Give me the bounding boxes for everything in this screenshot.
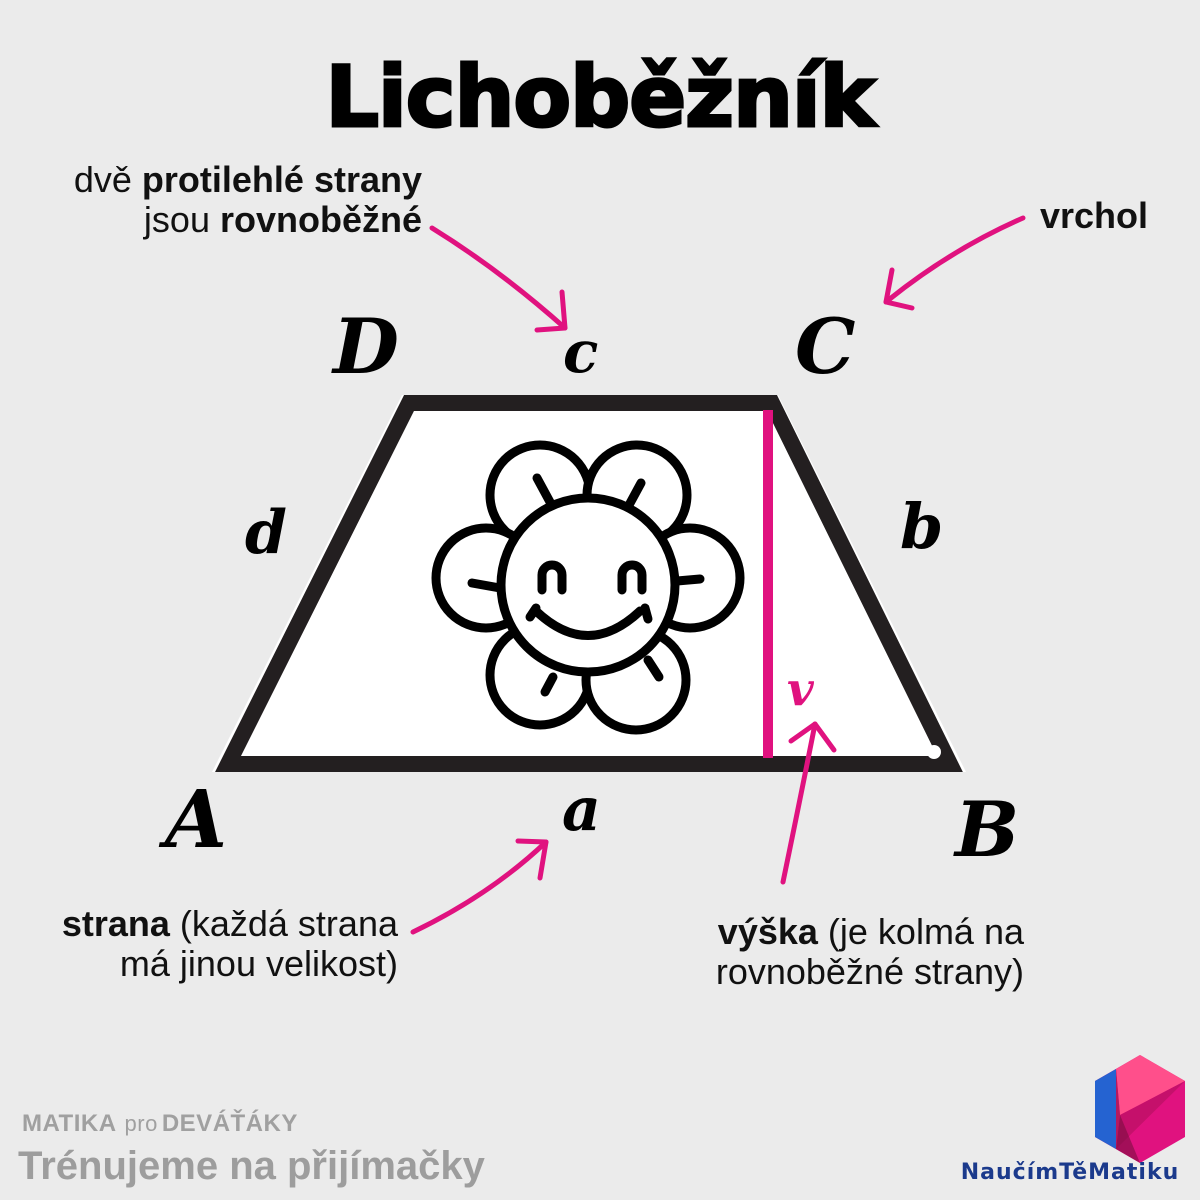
arrow-to-vertex	[883, 215, 1026, 311]
series-part1: MATIKA	[22, 1110, 117, 1137]
page-title: Lichoběžník	[324, 47, 877, 148]
annotation-bold-text: strana	[61, 903, 170, 944]
side-label-d: d	[245, 498, 287, 568]
annotation-bold-text: protilehlé strany	[141, 159, 422, 200]
annotation-bold-text: výška	[717, 911, 818, 952]
smiley-flower-icon	[431, 440, 745, 735]
arrow-to-parallel-side	[429, 225, 568, 333]
annotation-text: (je kolmá na	[817, 911, 1024, 952]
arrow-to-height	[780, 721, 837, 885]
side-label-a: a	[562, 775, 601, 845]
series-pro: pro	[124, 1111, 158, 1136]
annotation-bold-text: rovnoběžné	[219, 199, 422, 240]
annotation-text: rovnoběžné strany)	[715, 951, 1024, 992]
annotation-parallel-sides: dvě protilehlé strany jsou rovnoběžné	[20, 160, 422, 240]
vertex-label-a: A	[165, 772, 228, 866]
brand-logo-icon	[1095, 1055, 1185, 1163]
vertex-label-c: C	[795, 302, 856, 391]
trapezoid-outline	[215, 395, 963, 772]
annotation-bold-text: vrchol	[1040, 195, 1149, 236]
vertex-label-d: D	[333, 302, 399, 391]
annotation-vertex: vrchol	[1040, 196, 1148, 236]
side-label-c: c	[563, 318, 599, 386]
height-label-v: v	[787, 662, 814, 716]
brand-name: NaučímTěMatiku	[960, 1160, 1180, 1185]
annotation-text: dvě	[73, 159, 142, 200]
annotation-text: (každá strana	[169, 903, 398, 944]
annotation-height: výška (je kolmá na rovnoběžné strany)	[620, 912, 1024, 992]
vertex-label-b: B	[955, 785, 1020, 874]
arrow-to-side	[410, 838, 549, 935]
annotation-text: má jinou velikost)	[119, 943, 398, 984]
annotation-text: jsou	[143, 199, 220, 240]
series-part2: DEVÁŤÁKY	[161, 1110, 298, 1137]
annotation-side: strana (každá strana má jinou velikost)	[10, 904, 398, 984]
vertex-dot	[927, 745, 941, 759]
side-label-b: b	[900, 490, 944, 563]
tagline: Trénujeme na přijímačky	[18, 1144, 485, 1188]
